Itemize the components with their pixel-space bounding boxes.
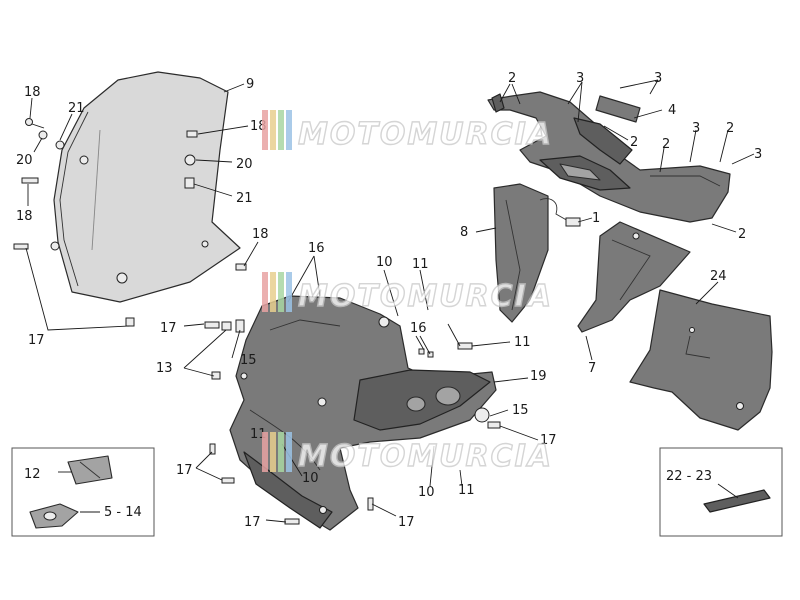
- side-panel-part: [577, 221, 691, 333]
- callout-label: 16: [308, 241, 325, 256]
- callout-label: 15: [240, 353, 257, 368]
- washer-icon: [474, 407, 490, 423]
- callout-label: 17: [176, 463, 193, 478]
- watermark-stripe: [278, 432, 284, 472]
- fairing-hardware: [204, 319, 501, 525]
- watermark-text: MOTOMURCIA: [298, 117, 553, 152]
- watermark-top: MOTOMURCIA: [262, 110, 553, 153]
- inner-liner-part: [629, 289, 773, 431]
- callout-labels: 18 21 20 18 9 18 20 21 18 17 2 3 3 4 2 3…: [16, 71, 762, 530]
- callout-label: 1: [592, 211, 600, 226]
- watermark-stripe: [270, 272, 276, 312]
- callout-label: 20: [16, 153, 33, 168]
- callout-label: 17: [540, 433, 557, 448]
- callout-label: 11: [458, 483, 475, 498]
- callout-label: 11: [412, 257, 429, 272]
- callout-label: 12: [24, 467, 41, 482]
- clip-icon: [427, 351, 434, 358]
- callout-label: 2: [662, 137, 670, 152]
- watermark-stripe: [270, 432, 276, 472]
- callout-label: 3: [654, 71, 662, 86]
- callout-label: 2: [726, 121, 734, 136]
- callout-label: 16: [410, 321, 427, 336]
- callout-label: 19: [530, 369, 547, 384]
- windscreen-part: [50, 71, 241, 303]
- bolt-icon: [186, 130, 198, 138]
- bolt-icon: [457, 342, 473, 350]
- windscreen-hardware: [13, 118, 247, 327]
- callout-label: 9: [246, 77, 254, 92]
- bolt-icon: [284, 518, 300, 525]
- bolt-icon: [204, 321, 220, 329]
- watermark-stripe: [262, 432, 268, 472]
- inset-clips-box: [11, 447, 155, 537]
- watermark-text: MOTOMURCIA: [298, 439, 553, 474]
- bushing-icon: [235, 319, 245, 333]
- dash-support-part: [487, 91, 731, 223]
- bolt-icon: [125, 317, 135, 327]
- watermark-bottom: MOTOMURCIA: [262, 432, 553, 475]
- callout-label: 17: [244, 515, 261, 530]
- front-fairing-part: [229, 295, 497, 531]
- callout-label: 21: [68, 101, 85, 116]
- inner-bracket-part: [493, 183, 581, 323]
- callout-label: 18: [24, 85, 41, 100]
- callout-label: 8: [460, 225, 468, 240]
- screw-icon: [25, 118, 33, 126]
- watermark-stripe: [262, 110, 268, 150]
- callout-label: 15: [512, 403, 529, 418]
- clip-icon: [418, 348, 425, 355]
- callout-label: 18: [16, 209, 33, 224]
- watermark-stripe: [286, 110, 292, 150]
- inset-adhesive-box: [659, 447, 783, 537]
- callout-label: 17: [28, 333, 45, 348]
- callout-label: 18: [252, 227, 269, 242]
- bolt-icon: [13, 243, 29, 250]
- callout-label: 2: [508, 71, 516, 86]
- callout-label: 21: [236, 191, 253, 206]
- callout-label: 2: [630, 135, 638, 150]
- bushing-icon: [184, 177, 195, 189]
- callout-label: 2: [738, 227, 746, 242]
- callout-label: 13: [156, 361, 173, 376]
- bolt-icon: [209, 443, 216, 455]
- washer-icon: [184, 154, 196, 166]
- callout-label: 10: [418, 485, 435, 500]
- callout-label: 3: [692, 121, 700, 136]
- bushing-icon: [221, 321, 232, 331]
- callout-label: 17: [398, 515, 415, 530]
- bolt-icon: [487, 421, 501, 429]
- adhesive-pad-icon: [703, 489, 771, 513]
- callout-label: 10: [376, 255, 393, 270]
- callout-label: 3: [576, 71, 584, 86]
- watermark-stripe: [278, 110, 284, 150]
- watermark-middle: MOTOMURCIA: [262, 272, 553, 315]
- callout-label: 17: [160, 321, 177, 336]
- watermark-stripe: [270, 110, 276, 150]
- bolt-icon: [221, 477, 235, 484]
- leader-lines: [25, 79, 755, 523]
- bracket-part: [595, 95, 641, 123]
- watermark-stripe: [286, 272, 292, 312]
- callout-label: 7: [588, 361, 596, 376]
- callout-label: 20: [236, 157, 253, 172]
- callout-label: 10: [302, 471, 319, 486]
- watermark-text: MOTOMURCIA: [298, 279, 553, 314]
- bushing-icon: [55, 140, 65, 150]
- callout-label: 5 - 14: [104, 505, 142, 520]
- callout-label: 22 - 23: [666, 469, 712, 484]
- bolt-icon: [235, 263, 247, 271]
- callout-label: 24: [710, 269, 727, 284]
- watermark-stripe: [286, 432, 292, 472]
- callout-label: 11: [514, 335, 531, 350]
- callout-label: 4: [668, 103, 676, 118]
- watermark-stripe: [262, 272, 268, 312]
- callout-label: 3: [754, 147, 762, 162]
- watermark-stripe: [278, 272, 284, 312]
- bolt-icon: [21, 177, 39, 184]
- washer-icon: [38, 130, 48, 140]
